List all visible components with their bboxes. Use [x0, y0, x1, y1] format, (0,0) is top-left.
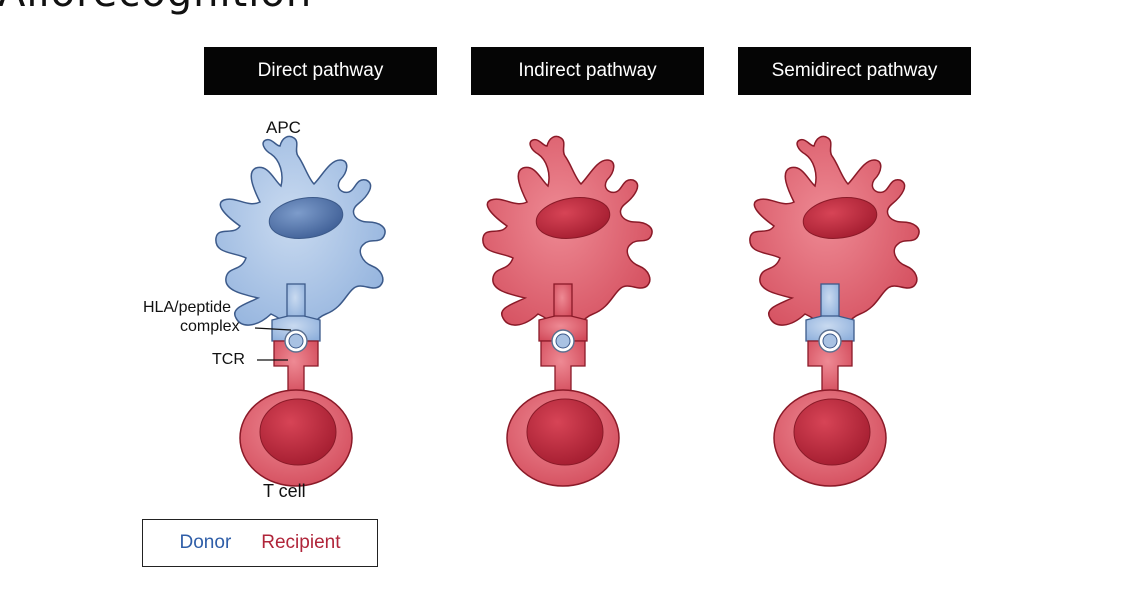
tcell-nucleus — [259, 398, 337, 466]
tcr-label: TCR — [212, 351, 245, 368]
hla-label-line1: HLA/peptide — [143, 299, 232, 316]
hla-label-line2: complex — [180, 318, 240, 335]
tcell-label: T cell — [263, 481, 306, 501]
hla-stalk — [286, 283, 306, 319]
peptide-core — [822, 333, 838, 349]
hla-stalk — [820, 283, 840, 319]
peptide-core — [555, 333, 571, 349]
panel-2 — [482, 135, 653, 487]
apc-nucleus — [268, 197, 344, 239]
slide-title: Allorecognition — [0, 0, 312, 16]
panel-1 — [215, 135, 386, 487]
hla-molecule — [271, 315, 321, 342]
hla-stalk — [553, 283, 573, 319]
hla-molecule — [805, 315, 855, 342]
header-direct-pathway: Direct pathway — [204, 47, 437, 95]
apc-nucleus — [802, 197, 878, 239]
hla-molecule — [538, 315, 588, 342]
peptide-core — [288, 333, 304, 349]
legend-recipient: Recipient — [261, 532, 341, 553]
header-semidirect-pathway: Semidirect pathway — [738, 47, 971, 95]
apc-nucleus — [535, 197, 611, 239]
hla-leader-line — [254, 327, 292, 331]
header-indirect-pathway: Indirect pathway — [471, 47, 704, 95]
tcell-nucleus — [526, 398, 604, 466]
tcell-nucleus — [793, 398, 871, 466]
panel-3 — [749, 135, 920, 487]
legend-donor: Donor — [179, 532, 232, 553]
legend: Donor Recipient — [142, 519, 378, 567]
apc-label: APC — [266, 118, 301, 137]
